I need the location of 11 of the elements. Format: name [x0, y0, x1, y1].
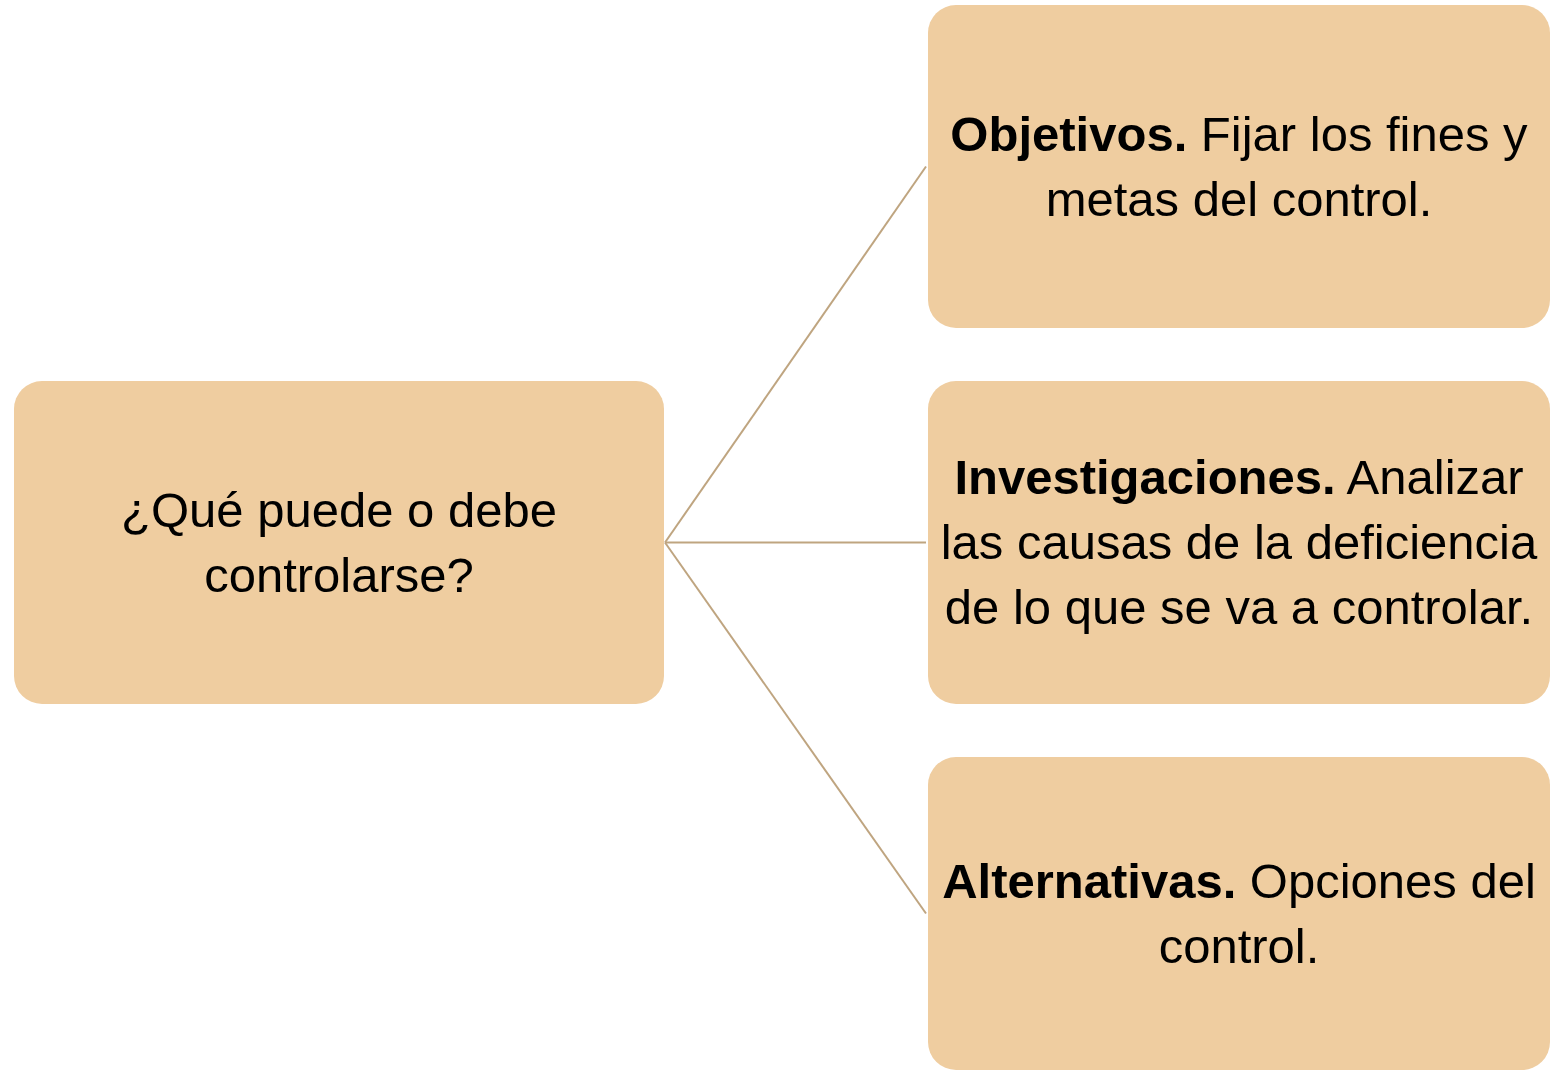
topic-box	[14, 381, 664, 704]
box-text: ¿Qué puede o debe controlarse?	[120, 481, 558, 604]
box-text: Alternativas. Opciones del control.	[941, 852, 1537, 975]
connector-line	[664, 541, 927, 544]
topic-box	[928, 5, 1550, 328]
connector-line	[664, 165, 927, 544]
connector-line	[664, 541, 927, 915]
box-text: Objetivos. Fijar los fines y metas del control.	[949, 105, 1529, 228]
box-text: Investigaciones. Analizar las causas de la deficiencia de lo que se va a controlar.	[939, 449, 1539, 636]
topic-box	[928, 381, 1550, 704]
topic-box	[928, 757, 1550, 1070]
